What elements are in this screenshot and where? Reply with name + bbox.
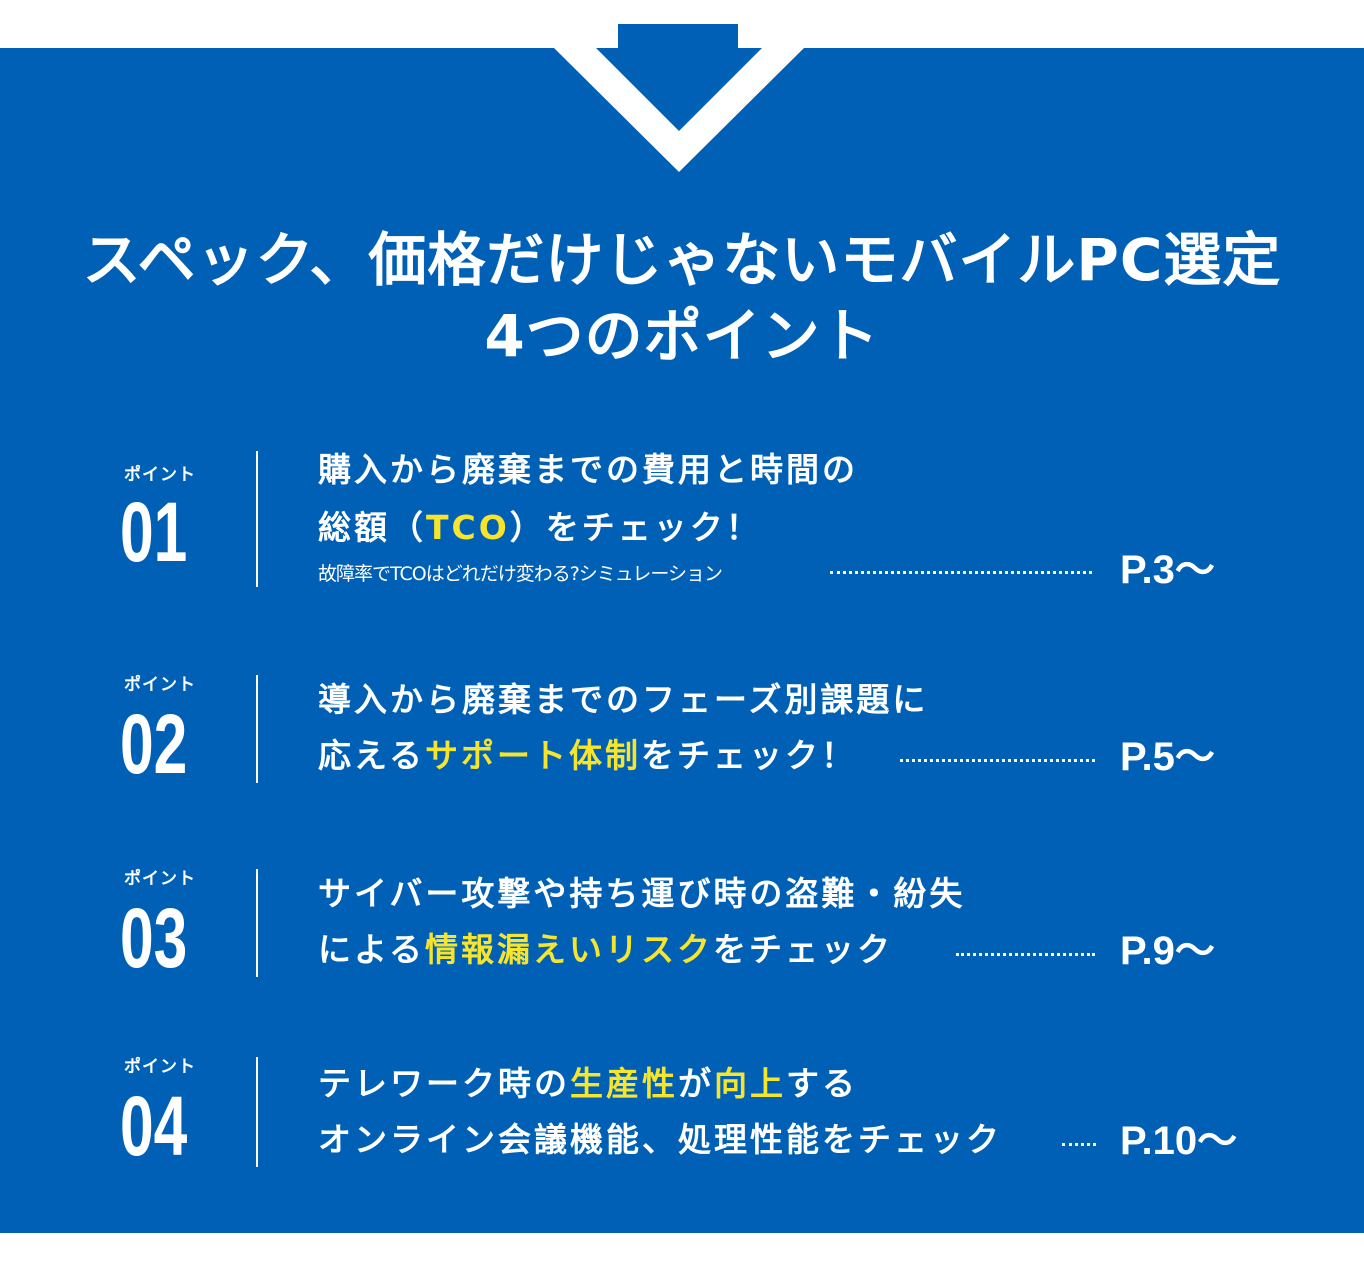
point-label: ポイント [124, 869, 196, 889]
dotted-leader [1062, 1143, 1096, 1146]
point-line-2: オンライン会議機能、処理性能をチェック [318, 1120, 1002, 1159]
point-line-2: による情報漏えいリスクをチェック [318, 930, 894, 969]
dotted-leader [900, 759, 1095, 762]
highlight-text: 向上 [714, 1064, 786, 1103]
highlight-text: 生産性 [570, 1064, 678, 1103]
dotted-leader [956, 953, 1095, 956]
title-line-2: 4つのポイント [484, 302, 880, 370]
point-line-2: 応えるサポート体制をチェック！ [318, 736, 858, 775]
page-reference[interactable]: P.9〜 [1120, 929, 1215, 973]
point-number: 02 [120, 697, 188, 791]
page-reference[interactable]: P.10〜 [1120, 1119, 1238, 1163]
content-panel [0, 48, 1364, 1233]
page-title: スペック、価格だけじゃないモバイルPC選定 4つのポイント [0, 222, 1364, 374]
page-reference[interactable]: P.5〜 [1120, 735, 1215, 779]
point-label: ポイント [124, 675, 196, 695]
point-note: 故障率でTCOはどれだけ変わる?シミュレーション [318, 563, 723, 585]
point-line-1: 導入から廃棄までのフェーズ別課題に [318, 680, 929, 719]
divider [256, 451, 258, 587]
divider [256, 675, 258, 783]
point-label: ポイント [124, 1057, 196, 1077]
point-number: 03 [120, 891, 188, 985]
page-reference[interactable]: P.3〜 [1120, 548, 1215, 592]
divider [256, 869, 258, 977]
point-line-1: テレワーク時の生産性が向上する [318, 1064, 858, 1103]
title-line-1: スペック、価格だけじゃないモバイルPC選定 [82, 226, 1282, 294]
dotted-leader [830, 571, 1092, 574]
point-label: ポイント [124, 465, 196, 485]
highlight-text: TCO [426, 508, 510, 547]
point-number: 04 [120, 1079, 188, 1173]
point-number: 01 [120, 485, 188, 579]
down-arrow-icon [554, 24, 804, 172]
point-line-1: サイバー攻撃や持ち運び時の盗難・紛失 [318, 874, 966, 913]
point-line-1: 購入から廃棄までの費用と時間の [318, 450, 858, 489]
point-line-2: 総額（TCO）をチェック！ [318, 508, 762, 547]
divider [256, 1057, 258, 1167]
highlight-text: 情報漏えいリスク [425, 930, 714, 969]
highlight-text: サポート体制 [425, 736, 642, 775]
